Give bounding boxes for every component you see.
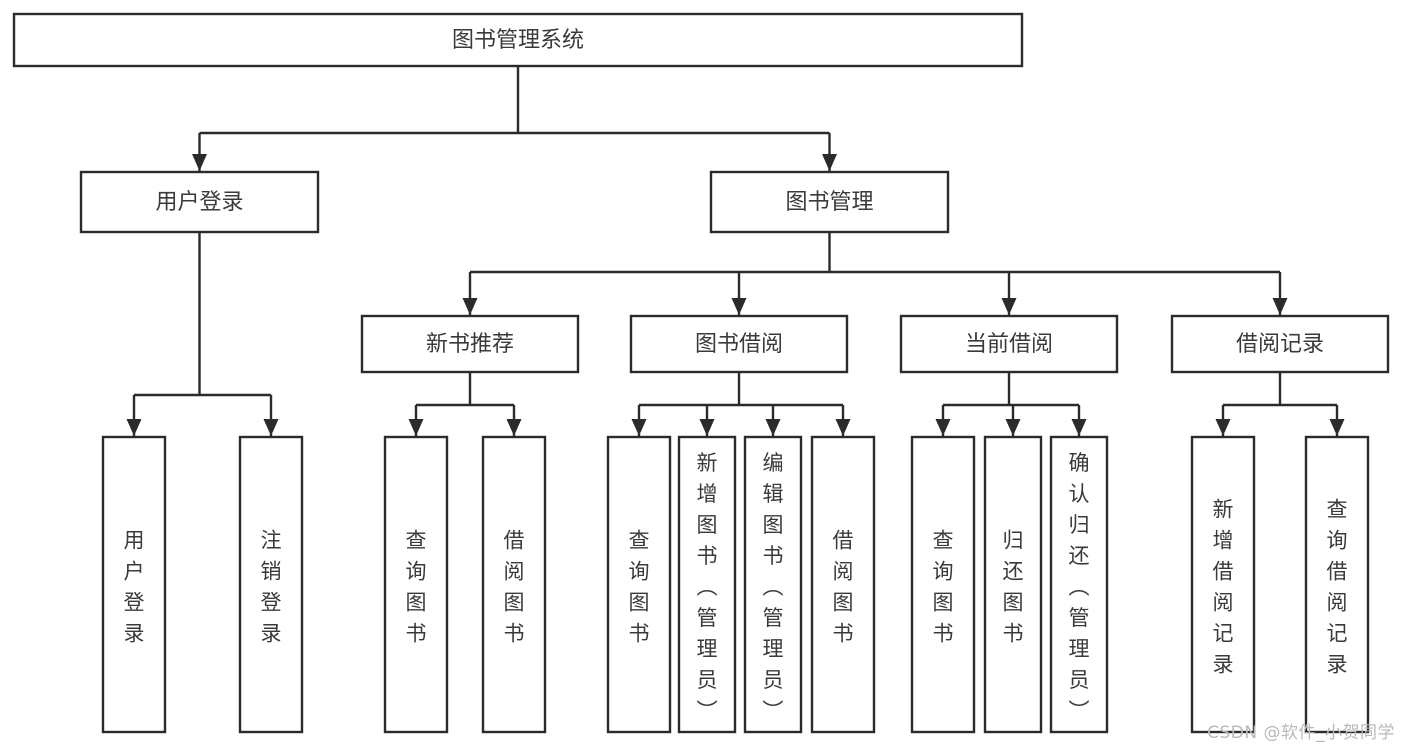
node-label-vertical: 确认归还︵管理员︶ <box>1069 451 1090 723</box>
node-label: 图书管理系统 <box>452 28 584 53</box>
node-box[interactable] <box>629 314 849 374</box>
node-box[interactable] <box>743 435 803 734</box>
node-leaf-1[interactable]: 注销登录 <box>238 435 304 734</box>
node-label: 新书推荐 <box>426 332 514 357</box>
node-label-vertical: 查询图书 <box>933 528 954 645</box>
arrow-head-icon <box>462 298 478 315</box>
node-label-vertical: 借阅图书 <box>833 528 854 645</box>
arrow-head-icon <box>631 419 647 436</box>
arrow-head-icon <box>126 419 142 436</box>
node-label: 图书借阅 <box>695 332 783 357</box>
node-box[interactable] <box>101 435 167 734</box>
node-leaf-0[interactable]: 用户登录 <box>101 435 167 734</box>
node-leaf-6[interactable]: 编辑图书︵管理员︶ <box>743 435 803 734</box>
node-box[interactable] <box>238 435 304 734</box>
node-label-vertical: 查询图书 <box>629 528 650 645</box>
node-box[interactable] <box>1190 435 1256 734</box>
node-label-vertical: 编辑图书︵管理员︶ <box>763 451 784 723</box>
node-level3-2[interactable]: 当前借阅 <box>899 314 1119 374</box>
arrow-head-icon <box>263 419 279 436</box>
node-box[interactable] <box>677 435 737 734</box>
node-level2-0[interactable]: 用户登录 <box>79 170 320 234</box>
node-box[interactable] <box>79 170 320 234</box>
node-box[interactable] <box>910 435 976 734</box>
node-box[interactable] <box>12 12 1024 68</box>
node-box[interactable] <box>899 314 1119 374</box>
node-box[interactable] <box>360 314 580 374</box>
node-leaf-9[interactable]: 归还图书 <box>983 435 1043 734</box>
connector-lines <box>126 66 1345 436</box>
node-label-vertical: 用户登录 <box>124 528 145 645</box>
node-root-0[interactable]: 图书管理系统 <box>12 12 1024 68</box>
node-leaf-3[interactable]: 借阅图书 <box>481 435 547 734</box>
node-boxes: 图书管理系统用户登录图书管理新书推荐图书借阅当前借阅借阅记录用户登录注销登录查询… <box>12 12 1390 734</box>
arrow-head-icon <box>1329 419 1345 436</box>
node-level3-3[interactable]: 借阅记录 <box>1170 314 1390 374</box>
node-label-vertical: 注销登录 <box>261 528 282 645</box>
arrow-head-icon <box>1272 298 1288 315</box>
arrow-head-icon <box>731 298 747 315</box>
node-leaf-8[interactable]: 查询图书 <box>910 435 976 734</box>
arrow-head-icon <box>1001 298 1017 315</box>
arrow-head-icon <box>935 419 951 436</box>
node-label-vertical: 归还图书 <box>1003 528 1024 645</box>
node-leaf-11[interactable]: 新增借阅记录 <box>1190 435 1256 734</box>
node-label: 图书管理 <box>785 190 873 215</box>
node-box[interactable] <box>383 435 449 734</box>
node-label: 借阅记录 <box>1236 332 1324 357</box>
node-label-vertical: 借阅图书 <box>504 528 525 645</box>
node-level3-0[interactable]: 新书推荐 <box>360 314 580 374</box>
node-label-vertical: 新增图书︵管理员︶ <box>697 451 718 723</box>
arrow-head-icon <box>1005 419 1021 436</box>
node-level2-1[interactable]: 图书管理 <box>709 170 950 234</box>
arrow-head-icon <box>822 154 837 171</box>
arrow-head-icon <box>765 419 781 436</box>
node-box[interactable] <box>983 435 1043 734</box>
node-box[interactable] <box>1170 314 1390 374</box>
node-leaf-10[interactable]: 确认归还︵管理员︶ <box>1049 435 1109 734</box>
arrow-head-icon <box>408 419 424 436</box>
arrow-head-icon <box>1215 419 1231 436</box>
node-label-vertical: 查询图书 <box>406 528 427 645</box>
node-box[interactable] <box>810 435 876 734</box>
node-leaf-4[interactable]: 查询图书 <box>606 435 672 734</box>
node-box[interactable] <box>709 170 950 234</box>
node-label: 当前借阅 <box>965 332 1053 357</box>
arrow-head-icon <box>1071 419 1087 436</box>
node-leaf-12[interactable]: 查询借阅记录 <box>1304 435 1370 734</box>
arrow-head-icon <box>699 419 715 436</box>
node-box[interactable] <box>1049 435 1109 734</box>
node-label: 用户登录 <box>155 190 243 215</box>
node-leaf-2[interactable]: 查询图书 <box>383 435 449 734</box>
arrow-head-icon <box>506 419 522 436</box>
node-label-vertical: 查询借阅记录 <box>1327 497 1348 676</box>
node-leaf-5[interactable]: 新增图书︵管理员︶ <box>677 435 737 734</box>
csdn-watermark: CSDN @软件_小贺同学 <box>1207 723 1395 743</box>
arrow-head-icon <box>835 419 851 436</box>
node-box[interactable] <box>1304 435 1370 734</box>
node-box[interactable] <box>481 435 547 734</box>
arrow-head-icon <box>192 154 207 171</box>
node-level3-1[interactable]: 图书借阅 <box>629 314 849 374</box>
node-box[interactable] <box>606 435 672 734</box>
node-leaf-7[interactable]: 借阅图书 <box>810 435 876 734</box>
node-label-vertical: 新增借阅记录 <box>1213 497 1234 676</box>
